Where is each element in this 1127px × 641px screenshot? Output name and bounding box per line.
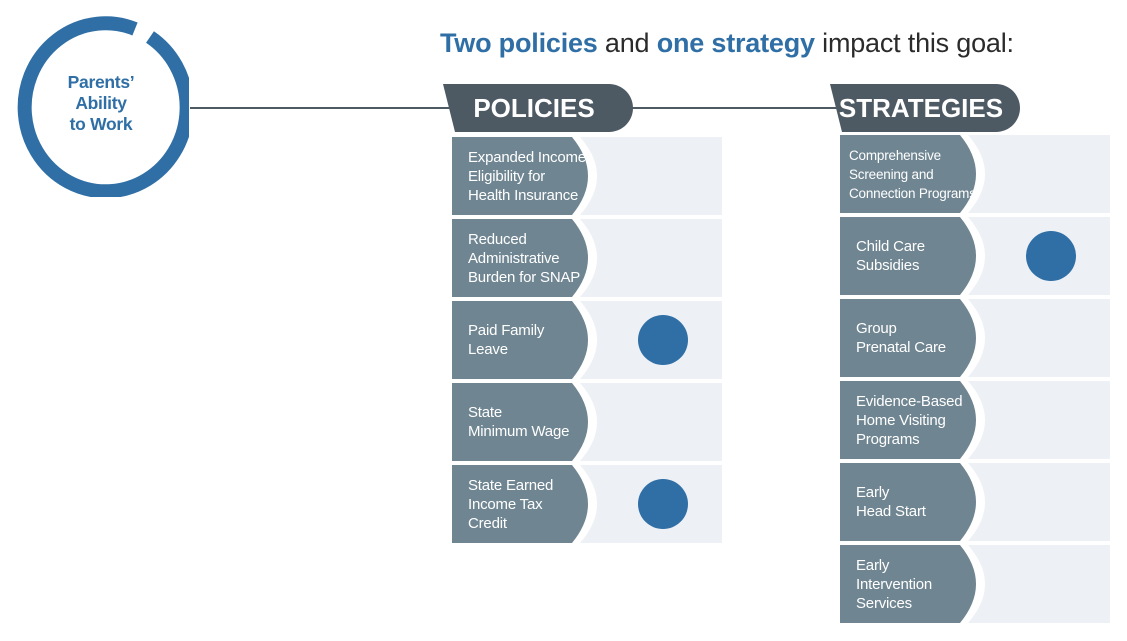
row-label-shape — [840, 463, 985, 541]
goal-label: Parents’ Ability to Work — [40, 72, 162, 135]
goal-ring-icon — [17, 16, 194, 199]
row-label-line: Early — [856, 556, 890, 574]
row-label-line: Eligibility for — [468, 167, 546, 185]
row-label-line: Minimum Wage — [468, 423, 570, 440]
row-label-shape — [840, 217, 985, 295]
row-label-line: Burden for SNAP — [468, 268, 581, 286]
row-label-line: State — [468, 404, 503, 421]
goal-label-line: Ability — [75, 93, 127, 113]
row-label-line: Group — [856, 320, 897, 337]
page-title: Two policies and one strategy impact thi… — [440, 28, 1060, 59]
connector-goal-policies — [190, 107, 460, 109]
row-label-line: Child Care — [856, 238, 925, 255]
row-label-line: Comprehensive — [849, 147, 941, 163]
impact-dot-icon — [638, 479, 688, 529]
row-label-line: Intervention — [856, 575, 932, 593]
goal-ring — [11, 13, 194, 199]
row-label-shape — [840, 545, 985, 623]
row-label-shape — [452, 137, 597, 215]
headline-policies-count: Two policies — [440, 28, 598, 58]
impact-dot-icon — [1026, 231, 1076, 281]
row-label-line: Programs — [856, 430, 920, 448]
row-label-line: Administrative — [468, 249, 560, 267]
row-label-shape — [840, 381, 985, 459]
row-label-shape — [452, 219, 597, 297]
row-label-line: Leave — [468, 341, 508, 358]
row-label-line: Home Visiting — [856, 411, 946, 429]
row-label-shape — [840, 299, 985, 377]
row-label-line: Prenatal Care — [856, 339, 946, 356]
row-label-line: Income Tax — [468, 495, 543, 513]
headline-suffix: impact this goal: — [814, 28, 1014, 58]
row-label-line: Connection Programs — [849, 185, 976, 201]
row-label-line: Screening and — [849, 166, 934, 182]
headline-strategies-count: one strategy — [656, 28, 815, 58]
strategies-tab: STRATEGIES — [830, 84, 1020, 132]
row-label-shape — [452, 465, 597, 543]
row-label-shape — [840, 135, 985, 213]
row-label-line: Services — [856, 594, 912, 612]
row-label-line: Early — [856, 484, 890, 501]
row-label-line: Expanded Income — [468, 148, 586, 166]
row-label-line: Evidence-Based — [856, 392, 963, 410]
row-label-line: Reduced — [468, 230, 527, 248]
strategies-title: STRATEGIES — [838, 93, 1004, 123]
row-label-line: Subsidies — [856, 257, 920, 274]
policies-title: POLICIES — [473, 93, 595, 123]
row-label-shape — [452, 301, 597, 379]
policies-tab: POLICIES — [443, 84, 633, 132]
goal-label-line: to Work — [69, 114, 133, 134]
row-label-line: State Earned — [468, 476, 554, 494]
row-label-line: Health Insurance — [468, 186, 579, 204]
headline-connector-text: and — [597, 28, 657, 58]
impact-dot-icon — [638, 315, 688, 365]
goal-label-line: Parents’ — [67, 72, 135, 92]
row-label-line: Head Start — [856, 503, 926, 520]
row-label-shape — [452, 383, 597, 461]
connector-policies-strategies — [630, 107, 845, 109]
row-label-line: Paid Family — [468, 322, 545, 339]
row-label-line: Credit — [468, 514, 507, 532]
